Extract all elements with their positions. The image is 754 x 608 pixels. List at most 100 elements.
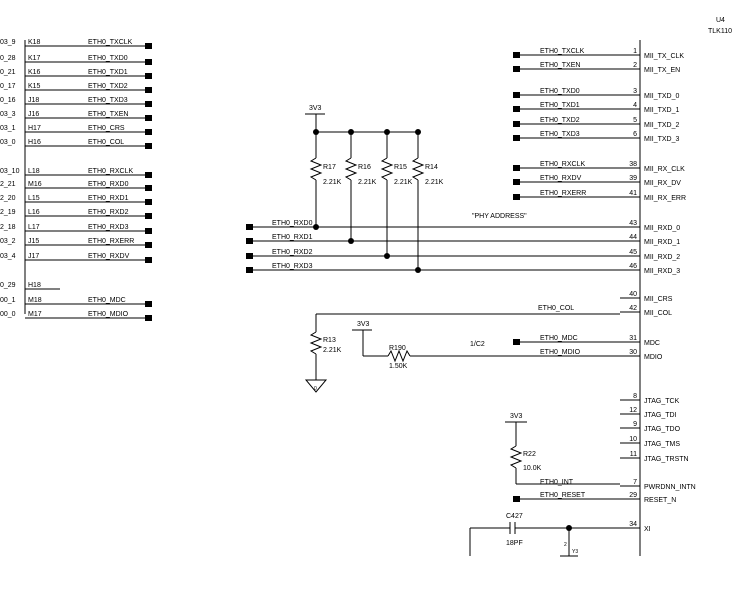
u4-pin-name: MII_RXD_3	[644, 268, 680, 275]
r22-resistor	[509, 445, 523, 469]
u4-pin-number: 29	[629, 492, 637, 499]
left-pin-number: K17	[28, 55, 41, 62]
left-partial-label: 03_2	[0, 238, 16, 245]
u4-pin-name: RESET_N	[644, 497, 676, 504]
left-net-label: ETH0_TXCLK	[88, 39, 133, 46]
mdio-pullup: 3V3 R190 1.50K 1/C2	[352, 321, 620, 370]
r190-resistor	[387, 349, 411, 363]
u4-pin-number: 6	[633, 131, 637, 138]
pullup-ref: R17	[323, 164, 336, 171]
u4-pin-name: MII_TX_CLK	[644, 53, 684, 60]
u4-pin-number: 12	[629, 407, 637, 414]
u4-net-label: ETH0_TXD0	[540, 88, 580, 95]
y3-pin: 2	[564, 542, 567, 548]
u4-pin-number: 40	[629, 291, 637, 298]
port-marker	[145, 213, 152, 219]
r13-ref: R13	[323, 337, 336, 344]
rxd-net-label: ETH0_RXD1	[272, 234, 313, 241]
left-pin-number: J16	[28, 111, 39, 118]
rail-label-r190: 3V3	[357, 321, 370, 328]
u4-net-label: ETH0_RXERR	[540, 190, 586, 197]
left-pin-number: J15	[28, 238, 39, 245]
u4-pin-number: 30	[629, 349, 637, 356]
port-marker	[145, 199, 152, 205]
u4-net-label: ETH0_MDC	[540, 335, 578, 342]
u4-pin-name: PWRDNN_INTN	[644, 484, 696, 491]
ground-pin-label: 0	[314, 386, 317, 392]
left-net-label: ETH0_CRS	[88, 125, 125, 132]
left-partial-label: 03_9	[0, 39, 16, 46]
u4-pin-name: MII_TXD_0	[644, 93, 680, 100]
pullup-resistor	[344, 157, 358, 181]
left-pin-number: K15	[28, 83, 41, 90]
pullup-val: 2.21K	[323, 179, 342, 186]
left-partial-label: 2_19	[0, 209, 16, 216]
left-pin-number: K18	[28, 39, 41, 46]
r190-ref: R190	[389, 345, 406, 352]
left-net-label: ETH0_RXERR	[88, 238, 134, 245]
pullup-ref: R15	[394, 164, 407, 171]
u4-pin-name: JTAG_TMS	[644, 441, 680, 448]
crystal-cap: C427 18PF Y3 2	[469, 513, 620, 557]
u4-pin-number: 1	[633, 48, 637, 55]
port-marker	[145, 129, 152, 135]
port-marker	[246, 224, 253, 230]
left-partial-label: 0_16	[0, 97, 16, 104]
port-marker	[145, 73, 152, 79]
u4-pin-number: 43	[629, 220, 637, 227]
left-partial-label: 0_28	[0, 55, 16, 62]
u4-pin-name: JTAG_TDO	[644, 426, 681, 433]
left-partial-label: 03_10	[0, 168, 20, 175]
left-partial-label: 2_20	[0, 195, 16, 202]
port-marker	[246, 238, 253, 244]
port-marker	[145, 143, 152, 149]
u4-pin-name: MII_RXD_0	[644, 225, 680, 232]
left-net-label: ETH0_TXEN	[88, 111, 128, 118]
u4-pin-number: 8	[633, 393, 637, 400]
junction-dot	[415, 267, 421, 273]
junction-dot	[384, 253, 390, 259]
u4-pin-number: 42	[629, 305, 637, 312]
port-marker	[145, 115, 152, 121]
u4-part: TLK110	[708, 28, 732, 35]
u4-pin-name: MII_TXD_3	[644, 136, 680, 143]
left-pin-number: L17	[28, 224, 40, 231]
port-marker	[145, 87, 152, 93]
port-marker	[513, 194, 520, 200]
left-net-label: ETH0_COL	[88, 139, 124, 146]
port-marker	[145, 242, 152, 248]
u4-pin-name: MII_COL	[644, 310, 672, 317]
u4-pin-number: 39	[629, 175, 637, 182]
c427-val: 18PF	[506, 540, 523, 547]
u4-pin-number: 2	[633, 62, 637, 69]
port-marker	[145, 315, 152, 321]
port-marker	[513, 92, 520, 98]
u4-pin-name: JTAG_TCK	[644, 398, 680, 405]
left-pin-number: H18	[28, 282, 41, 289]
left-partial-label: 0_17	[0, 83, 16, 90]
u4-pin-number: 31	[629, 335, 637, 342]
pullup-resistor	[309, 157, 323, 181]
junction-dot	[348, 238, 354, 244]
u4-pin-number: 46	[629, 263, 637, 270]
u4-pin-number: 44	[629, 234, 637, 241]
u4-pin-number: 10	[629, 436, 637, 443]
u4-pin-number: 5	[633, 117, 637, 124]
u4-net-label: ETH0_TXD1	[540, 102, 580, 109]
rxd-net-label: ETH0_RXD3	[272, 263, 313, 270]
left-net-label: ETH0_TXD2	[88, 83, 128, 90]
r22-ref: R22	[523, 451, 536, 458]
c427-ref: C427	[506, 513, 523, 520]
u4-net-label: ETH0_RESET	[540, 492, 586, 499]
u4-net-label: ETH0_TXCLK	[540, 48, 585, 55]
port-marker	[145, 228, 152, 234]
u4-pin-number: 9	[633, 421, 637, 428]
u4-pin-name: MDC	[644, 340, 660, 347]
left-pin-number: L15	[28, 195, 40, 202]
rxd-net-label: ETH0_RXD2	[272, 249, 313, 256]
left-partial-label: 2_18	[0, 224, 16, 231]
u4-pin-number: 4	[633, 102, 637, 109]
